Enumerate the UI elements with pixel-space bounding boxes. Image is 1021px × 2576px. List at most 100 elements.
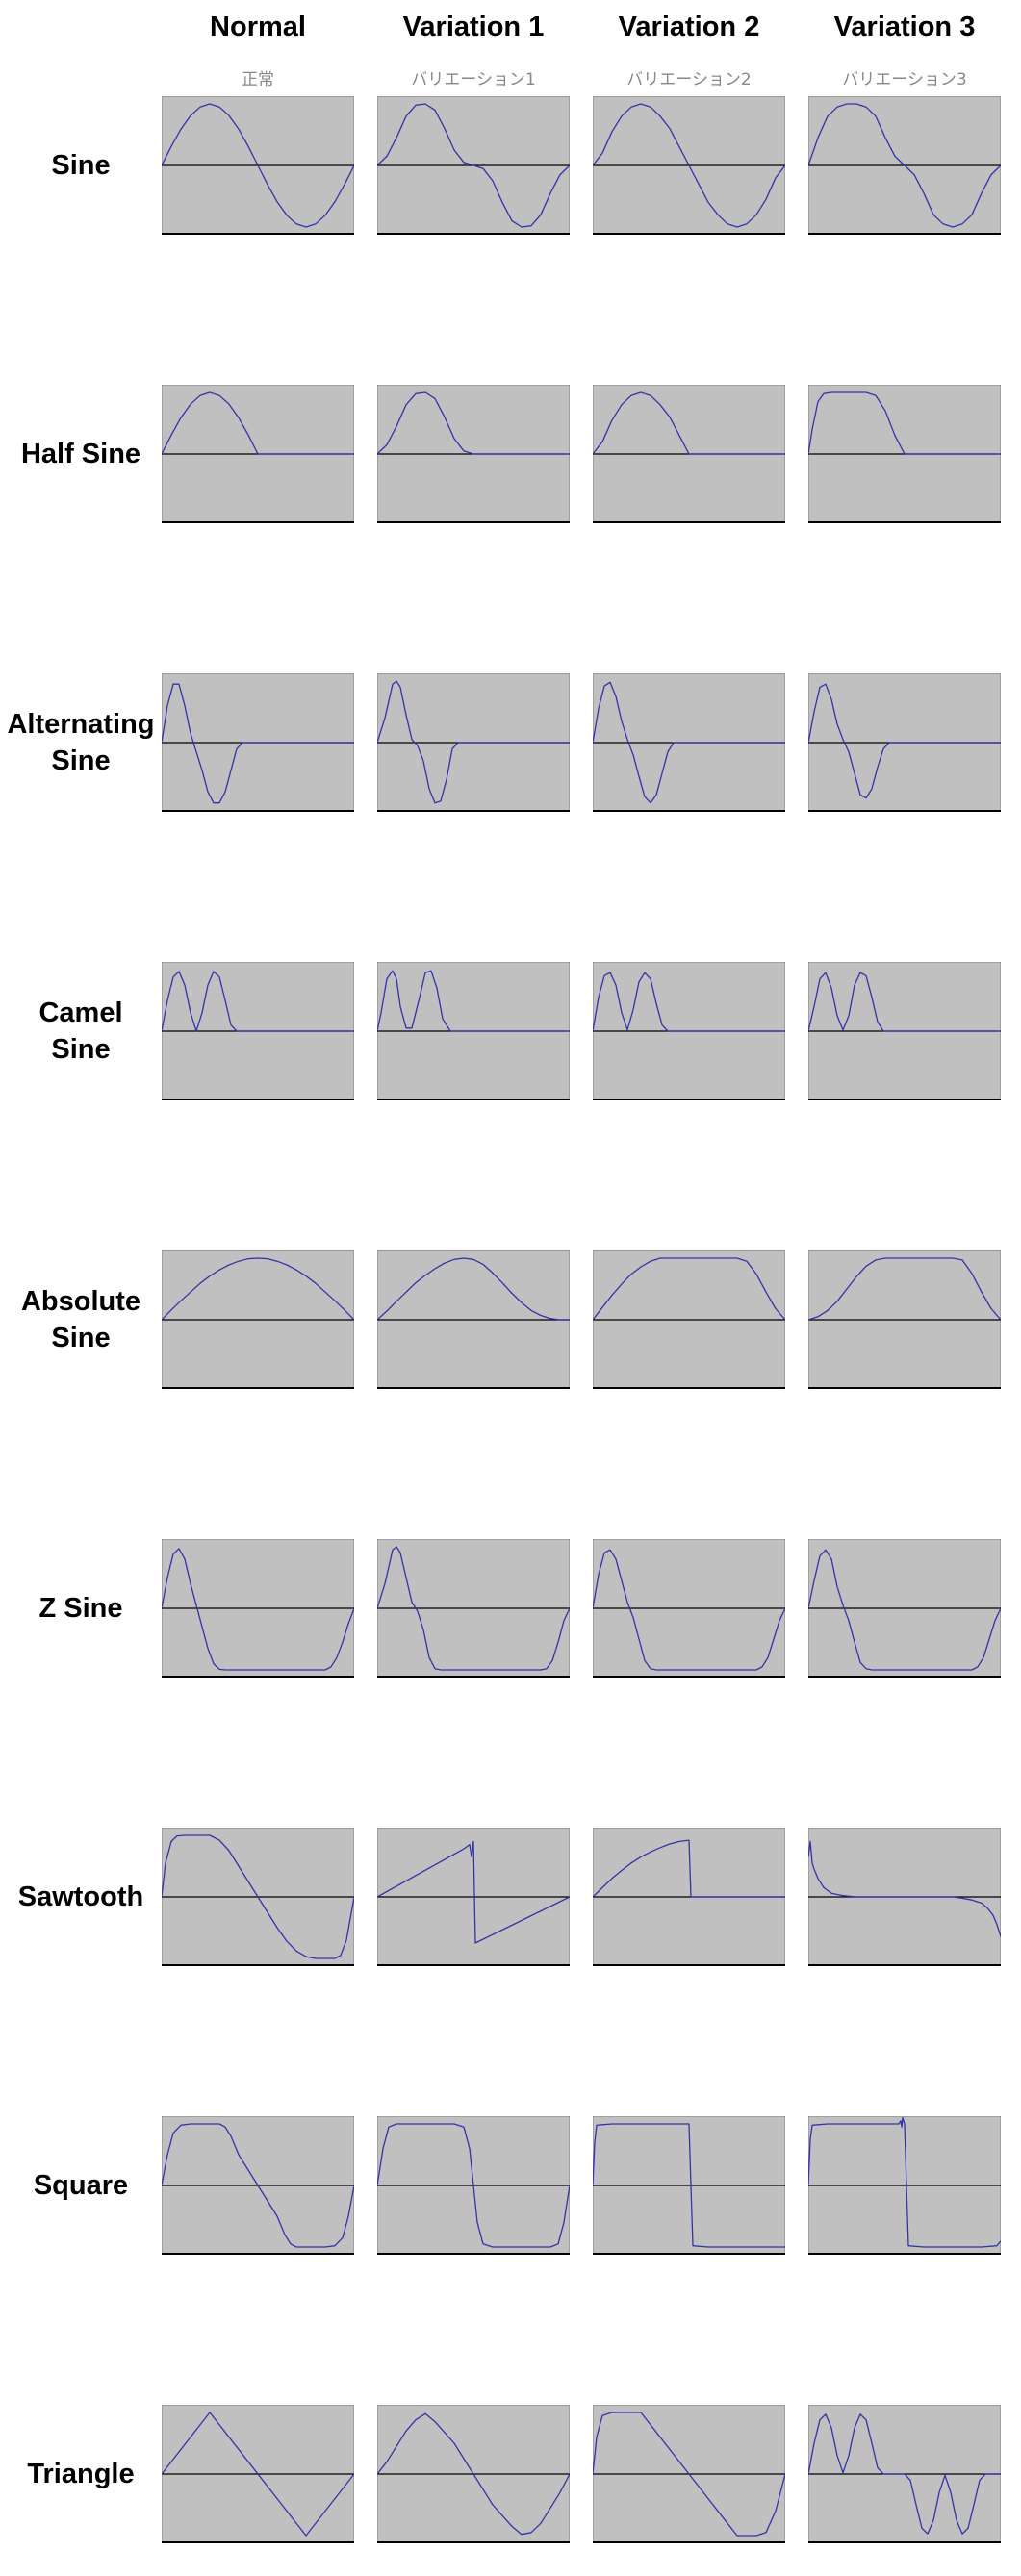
waveform-plot (808, 1250, 1001, 1389)
waveform-svg (808, 2116, 1001, 2255)
waveform-plot (808, 2116, 1001, 2255)
waveform-plot (593, 96, 785, 235)
row-label-7: Square (0, 2167, 162, 2204)
waveform-line (377, 1257, 570, 1321)
waveform-line (162, 1548, 354, 1671)
waveform-line (162, 2123, 354, 2248)
waveform-svg (377, 96, 570, 235)
waveform-plot (593, 962, 785, 1100)
waveform-line (593, 1257, 785, 1321)
waveform-plot (377, 1828, 570, 1966)
row-label-line: Triangle (27, 2459, 135, 2489)
waveform-line (808, 1549, 1001, 1671)
waveform-line (808, 2413, 1001, 2535)
waveform-svg (162, 96, 354, 235)
waveform-line (808, 103, 1001, 228)
waveform-svg (593, 385, 785, 523)
waveform-plot (377, 673, 570, 812)
row-label-line: Absolute (20, 1286, 141, 1317)
waveform-svg (377, 2116, 570, 2255)
waveform-line (593, 2123, 785, 2248)
waveform-line (808, 1840, 1001, 1937)
waveform-plot (808, 1828, 1001, 1966)
waveform-plot (593, 2405, 785, 2543)
row-label-0: Sine (0, 147, 162, 184)
waveform-svg (593, 2405, 785, 2543)
waveform-plot (377, 1250, 570, 1389)
waveform-line (593, 681, 785, 804)
waveform-plot (808, 1539, 1001, 1678)
waveform-line (593, 1549, 785, 1671)
waveform-plot (377, 2116, 570, 2255)
waveform-line (162, 103, 354, 228)
waveform-svg (808, 1250, 1001, 1389)
row-label-line: Sine (51, 745, 111, 776)
waveform-svg (593, 2116, 785, 2255)
waveform-line (593, 972, 785, 1032)
waveform-svg (808, 1828, 1001, 1966)
waveform-line (593, 391, 785, 455)
waveform-svg (377, 962, 570, 1100)
waveform-svg (808, 673, 1001, 812)
waveform-svg (377, 2405, 570, 2543)
waveform-svg (162, 1250, 354, 1389)
waveform-svg (162, 673, 354, 812)
waveform-plot (162, 1828, 354, 1966)
waveform-svg (377, 673, 570, 812)
waveform-line (377, 391, 570, 455)
row-label-line: Sawtooth (17, 1881, 144, 1912)
waveform-line (593, 1839, 785, 1898)
waveform-plot (162, 2405, 354, 2543)
waveform-line (162, 971, 354, 1032)
waveform-line (377, 2412, 570, 2536)
row-label-line: Sine (51, 150, 111, 181)
waveform-svg (593, 96, 785, 235)
row-label-line: Z Sine (38, 1593, 123, 1624)
waveform-svg (162, 385, 354, 523)
waveform-plot (162, 96, 354, 235)
waveform-line (593, 103, 785, 228)
row-label-6: Sawtooth (0, 1879, 162, 1915)
waveform-line (808, 972, 1001, 1032)
waveform-svg (162, 1828, 354, 1966)
row-label-line: Alternating (7, 709, 155, 740)
waveform-svg (162, 2116, 354, 2255)
waveform-svg (808, 385, 1001, 523)
waveform-svg (808, 1539, 1001, 1678)
row-label-line: Square (33, 2170, 129, 2201)
waveform-line (808, 1257, 1001, 1321)
waveform-svg (593, 673, 785, 812)
waveform-plot (593, 2116, 785, 2255)
waveform-plot (808, 673, 1001, 812)
row-label-5: Z Sine (0, 1590, 162, 1627)
waveform-plot (162, 673, 354, 812)
waveform-plot (808, 2405, 1001, 2543)
waveform-line (162, 1257, 354, 1321)
waveform-plot (377, 96, 570, 235)
waveform-plot (377, 1539, 570, 1678)
waveform-svg (377, 1250, 570, 1389)
waveform-line (377, 2123, 570, 2248)
waveform-line (377, 970, 570, 1032)
waveform-plot (593, 1539, 785, 1678)
waveform-plot (162, 1250, 354, 1389)
waveform-line (377, 680, 570, 804)
waveform-line (162, 1834, 354, 1959)
waveform-plot (808, 962, 1001, 1100)
waveform-plot (808, 96, 1001, 235)
row-label-1: Half Sine (0, 436, 162, 472)
waveform-svg (593, 1828, 785, 1966)
waveform-line (593, 2412, 785, 2537)
waveform-plot (593, 1828, 785, 1966)
waveform-svg (808, 2405, 1001, 2543)
row-label-8: Triangle (0, 2456, 162, 2492)
waveform-plot (808, 385, 1001, 523)
waveform-plot (162, 962, 354, 1100)
waveform-plot (377, 385, 570, 523)
waveform-plot (593, 673, 785, 812)
waveform-line (162, 683, 354, 804)
column-subtitle-3: バリエーション3 (842, 70, 967, 89)
waveform-plot (162, 1539, 354, 1678)
